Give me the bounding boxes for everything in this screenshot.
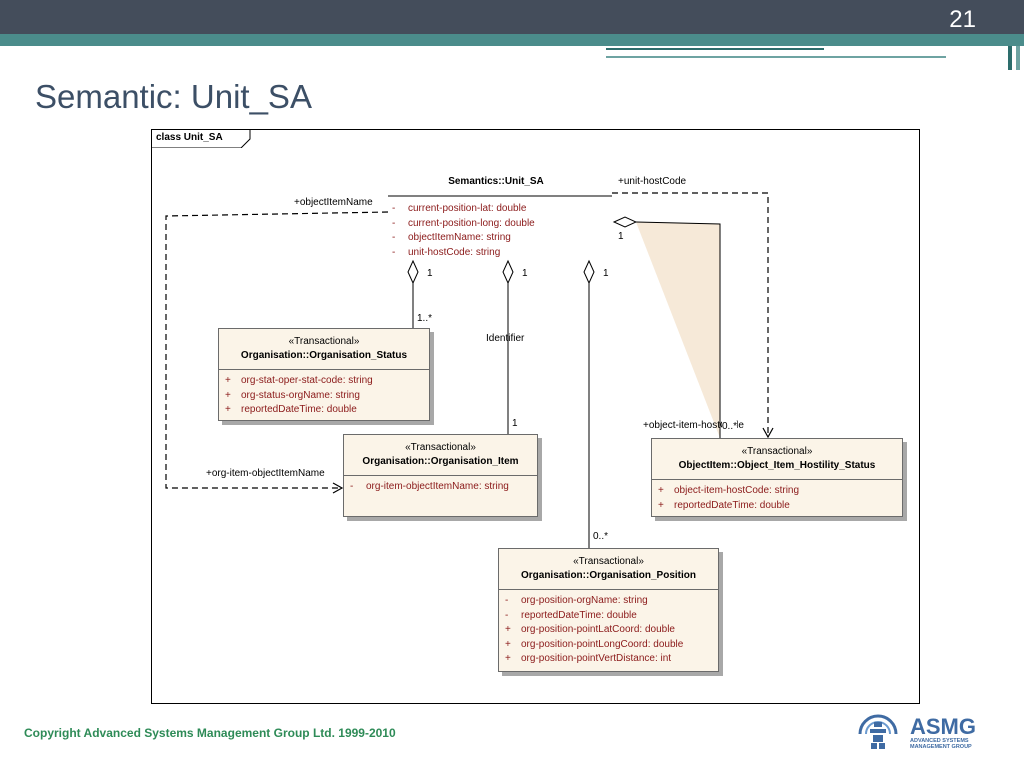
multiplicity-item-top: 1 <box>522 268 528 279</box>
multiplicity-hostility-top: 1 <box>618 231 624 242</box>
class-organisation-status: «Transactional» Organisation::Organisati… <box>218 328 430 421</box>
attribute-row: +org-position-pointVertDistance: int <box>505 653 672 664</box>
label-identifier: Identifier <box>486 333 525 344</box>
attribute-row: +org-stat-oper-stat-code: string <box>225 375 373 386</box>
label-unit-hostcode: +unit-hostCode <box>618 176 687 187</box>
frame-label: class Unit_SA <box>156 132 223 143</box>
multiplicity-position-bottom: 0..* <box>593 531 609 542</box>
aggregation-position-diamond <box>583 259 595 285</box>
aggregation-hostility-diamond <box>612 216 638 228</box>
label-org-item-object-item-name: +org-item-objectItemName <box>206 468 325 479</box>
slide-number: 21 <box>949 6 976 33</box>
attribute-row: -current-position-long: double <box>392 217 535 229</box>
logo-subtitle: ADVANCED SYSTEMS MANAGEMENT GROUP <box>910 738 972 750</box>
top-bar <box>0 0 1024 34</box>
attribute-row: +reportedDateTime: double <box>225 404 357 415</box>
class-organisation-position: «Transactional» Organisation::Organisati… <box>498 548 719 672</box>
attribute-row: -reportedDateTime: double <box>505 609 637 621</box>
class-name: Organisation::Organisation_Position <box>520 570 696 581</box>
accent-line <box>606 48 824 50</box>
accent-vertical-1 <box>1008 46 1012 70</box>
dependency-arrowhead-right <box>762 427 774 439</box>
attribute-row: -org-item-objectItemName: string <box>350 481 509 492</box>
dependency-arrowhead-left <box>332 482 344 494</box>
attribute-row: +org-position-pointLongCoord: double <box>505 638 684 650</box>
stereotype: «Transactional» <box>741 446 813 457</box>
multiplicity-status-top: 1 <box>427 268 433 279</box>
class-object-item-hostility-status: «Transactional» ObjectItem::Object_Item_… <box>651 438 903 517</box>
attribute-row: -org-position-orgName: string <box>505 595 648 606</box>
multiplicity-item-bottom: 1 <box>512 418 518 429</box>
attribute-row: -current-position-lat: double <box>392 203 527 214</box>
label-object-item-hostcode: +object-item-hostCode <box>643 420 744 431</box>
aggregation-item-diamond <box>502 259 514 285</box>
stereotype: «Transactional» <box>405 442 476 453</box>
attribute-row: +reportedDateTime: double <box>658 499 790 511</box>
frame-tab <box>151 129 251 148</box>
stereotype: «Transactional» <box>573 556 644 567</box>
multiplicity-position-top: 1 <box>603 268 609 279</box>
aggregation-status-diamond <box>407 259 419 285</box>
dependency-object-item-name <box>165 211 389 489</box>
hostility-shading <box>636 222 720 438</box>
class-name: Organisation::Organisation_Item <box>362 456 519 467</box>
accent-line-2 <box>606 56 946 58</box>
attribute-row: +object-item-hostCode: string <box>658 485 800 496</box>
class-organisation-item: «Transactional» Organisation::Organisati… <box>343 434 538 517</box>
attribute-row: -objectItemName: string <box>392 232 511 243</box>
unit-sa-attributes: -current-position-lat: double -current-p… <box>392 202 535 260</box>
copyright-text: Copyright Advanced Systems Management Gr… <box>24 726 396 740</box>
top-accent-bar <box>0 34 1024 46</box>
class-name: Organisation::Organisation_Status <box>240 350 408 361</box>
accent-vertical-2 <box>1016 46 1020 70</box>
aggregation-hostility-line <box>635 221 721 438</box>
multiplicity-hostility-bottom: 0..* <box>722 421 738 432</box>
attribute-row: +org-status-orgName: string <box>225 389 360 401</box>
dependency-unit-hostcode <box>612 192 769 437</box>
label-object-item-name: +objectItemName <box>294 197 373 208</box>
slide-title: Semantic: Unit_SA <box>35 78 312 115</box>
attribute-row: -unit-hostCode: string <box>392 246 501 258</box>
asmg-logo-icon <box>858 714 898 749</box>
multiplicity-status-bottom: 1..* <box>417 313 433 324</box>
class-name: ObjectItem::Object_Item_Hostility_Status <box>678 460 876 471</box>
unit-sa-name: Semantics::Unit_SA <box>448 176 544 187</box>
stereotype: «Transactional» <box>288 336 360 347</box>
attribute-row: +org-position-pointLatCoord: double <box>505 624 675 635</box>
logo-text: ASMG <box>910 714 976 739</box>
